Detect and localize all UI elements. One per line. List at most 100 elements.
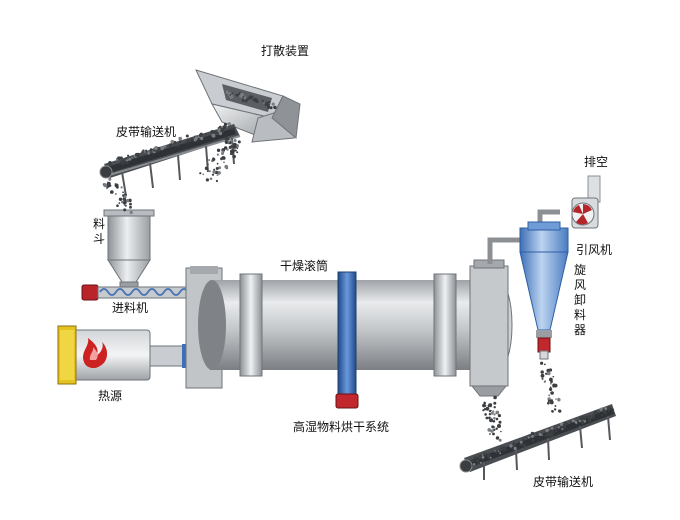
particle (129, 205, 132, 209)
particle (235, 93, 239, 97)
air-duct (487, 209, 560, 264)
label-feeder: 进料机 (112, 301, 149, 315)
particle (579, 417, 583, 421)
particle (122, 191, 124, 194)
label-scatter-device: 打散装置 (261, 44, 310, 58)
particle (540, 361, 544, 365)
drying-drum (185, 259, 513, 409)
particle (232, 149, 236, 152)
particle (526, 437, 528, 439)
particle (126, 199, 130, 203)
particle (607, 406, 611, 410)
particle (520, 440, 523, 444)
particle (264, 102, 268, 106)
particle (120, 186, 123, 189)
particle (553, 425, 556, 428)
particle (490, 405, 492, 408)
particle (188, 140, 192, 143)
label-exhaust: 排空 (584, 155, 609, 169)
particle (536, 440, 539, 443)
particle (547, 399, 551, 403)
label-drum: 干燥滚筒 (280, 259, 329, 273)
particle (580, 420, 585, 425)
particle (561, 428, 564, 431)
particle (218, 166, 222, 170)
particle (493, 401, 497, 405)
particle (557, 398, 561, 402)
particle (490, 411, 494, 415)
particle (216, 148, 221, 152)
particle (493, 395, 497, 400)
particle (493, 428, 496, 431)
particle (128, 157, 132, 161)
particle (545, 372, 548, 375)
particle (495, 417, 499, 421)
particle (549, 386, 552, 389)
particle (547, 397, 551, 401)
particle (198, 133, 203, 137)
particle (484, 454, 487, 457)
particle (552, 375, 555, 378)
particle (126, 161, 129, 165)
particle (243, 96, 247, 100)
particle (472, 463, 476, 466)
particle (152, 153, 154, 156)
particle (587, 419, 591, 423)
particle (481, 459, 485, 462)
particle (559, 422, 564, 426)
particle (513, 446, 517, 451)
particle (233, 145, 237, 149)
particle (555, 429, 558, 432)
particle (119, 156, 123, 160)
particle (231, 92, 234, 94)
fan-icon (573, 204, 592, 225)
particle (489, 456, 492, 459)
particle (116, 185, 119, 189)
particle (489, 403, 493, 407)
particle (551, 410, 554, 413)
particle (202, 173, 205, 176)
particle (145, 149, 148, 152)
particle (205, 178, 209, 182)
particle (215, 179, 218, 183)
particle (550, 382, 552, 385)
particle (184, 141, 187, 144)
particle (587, 415, 592, 420)
particle (549, 400, 554, 405)
particle (564, 421, 568, 426)
particle (224, 164, 229, 169)
particle (212, 130, 216, 134)
particle (129, 210, 133, 215)
particle (493, 406, 496, 409)
particle (134, 152, 139, 157)
label-fan: 引风机 (576, 243, 613, 257)
particle (194, 136, 199, 140)
particle (123, 208, 127, 212)
particle (541, 374, 544, 378)
particle (489, 433, 491, 435)
particle (149, 148, 153, 152)
heat-source (57, 325, 190, 385)
material-particles (102, 90, 615, 466)
particle (267, 105, 271, 109)
particle (490, 429, 494, 433)
particle (495, 410, 500, 415)
particle (208, 159, 211, 161)
particle (218, 131, 223, 136)
particle (185, 134, 189, 138)
particle (233, 142, 237, 147)
motor-icon (81, 284, 99, 301)
particle (217, 171, 221, 175)
particle (160, 146, 165, 151)
particle (473, 456, 477, 460)
particle (110, 190, 114, 194)
particle (522, 438, 526, 442)
particle (227, 140, 230, 143)
particle (244, 99, 248, 103)
particle (215, 167, 219, 170)
particle (479, 454, 483, 458)
flame-icon (83, 338, 108, 369)
particle (222, 156, 226, 160)
particle (176, 144, 180, 148)
